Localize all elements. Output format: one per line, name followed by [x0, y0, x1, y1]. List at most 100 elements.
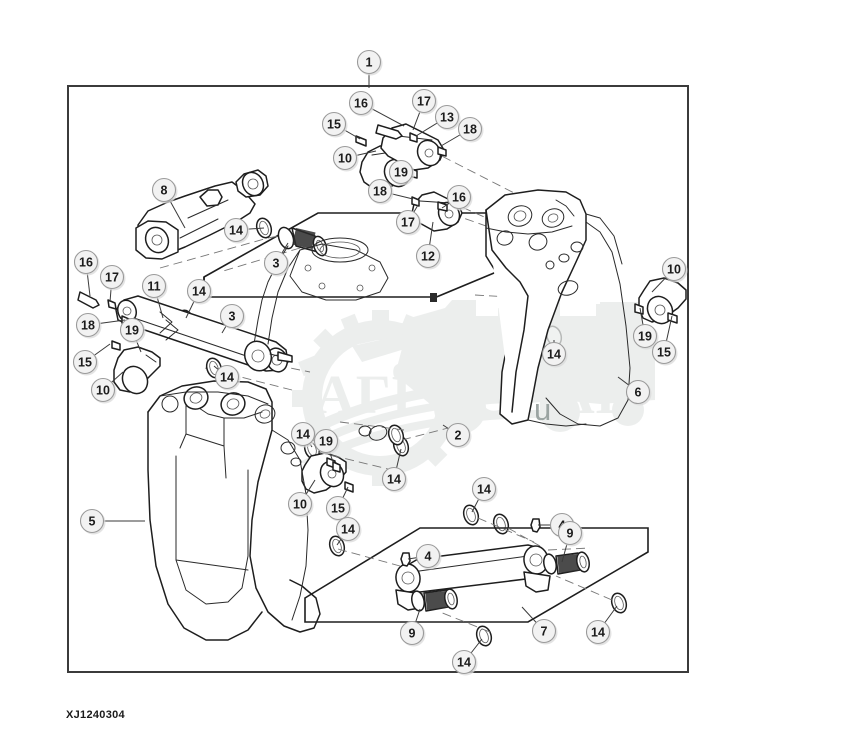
callout-19-plug-c[interactable]: 19 [632, 307, 659, 350]
callout-bubble[interactable] [313, 428, 339, 454]
callout-12-pin[interactable]: 12 [415, 221, 442, 270]
callout-17-washer-c[interactable]: 17 [99, 264, 126, 303]
callout-bubble[interactable] [557, 520, 583, 546]
callout-13-pin[interactable]: 13 [415, 104, 461, 137]
callout-bubble[interactable] [411, 88, 437, 114]
callout-bubble[interactable] [446, 184, 472, 210]
callout-3-bushing-b[interactable]: 3 [219, 303, 246, 334]
callout-bubble[interactable] [186, 278, 212, 304]
callout-14-washer-f[interactable]: 14 [381, 448, 408, 493]
callout-bubble[interactable] [223, 217, 249, 243]
callout-number: 19 [638, 330, 652, 344]
callout-bubble[interactable] [151, 177, 177, 203]
callout-8-cylinder[interactable]: 8 [151, 177, 186, 229]
callout-bubble[interactable] [471, 476, 497, 502]
callout-15-fitting[interactable]: 15 [321, 111, 361, 140]
callout-number: 4 [425, 550, 432, 564]
callout-bubble[interactable] [632, 323, 658, 349]
callout-bubble[interactable] [99, 264, 125, 290]
callout-bubble[interactable] [348, 90, 374, 116]
callout-bubble[interactable] [263, 250, 289, 276]
callout-6-grapple[interactable]: 6 [617, 376, 652, 406]
callout-bubble[interactable] [332, 145, 358, 171]
callout-bubble[interactable] [395, 209, 421, 235]
callout-14-washer-c[interactable]: 14 [213, 364, 241, 391]
callout-bubble[interactable] [541, 341, 567, 367]
callout-14-washer-j[interactable]: 14 [451, 638, 483, 676]
callout-18-nut-c[interactable]: 18 [75, 312, 126, 339]
callout-14-washer-i[interactable]: 14 [585, 605, 618, 646]
callout-bubble[interactable] [531, 618, 557, 644]
callout-3-bushing-a[interactable]: 3 [263, 242, 290, 277]
callout-bubble[interactable] [75, 312, 101, 338]
callout-10-bracket-c[interactable]: 10 [651, 256, 688, 293]
callout-16-bolt-c[interactable]: 16 [73, 249, 100, 297]
callout-bubble[interactable] [415, 243, 441, 269]
callout-bubble[interactable] [399, 620, 425, 646]
callout-14-washer-g[interactable]: 14 [335, 516, 362, 546]
part-3-bushing-upper [277, 226, 328, 257]
callout-bubble[interactable] [388, 159, 414, 185]
callout-bubble[interactable] [287, 491, 313, 517]
callout-15-fitting-d[interactable]: 15 [325, 486, 352, 522]
callout-10-bracket-d[interactable]: 10 [287, 479, 316, 518]
callout-bubble[interactable] [290, 421, 316, 447]
callout-16-bolt-b[interactable]: 16 [441, 184, 473, 211]
callout-4-fitting-b[interactable]: 4 [407, 543, 442, 570]
callout-10-bracket-b[interactable]: 10 [90, 371, 124, 404]
callout-14-washer-e[interactable]: 14 [290, 421, 317, 448]
callout-number: 14 [387, 473, 401, 487]
callout-19-plug-b[interactable]: 19 [119, 317, 146, 353]
callout-17-washer-b[interactable]: 17 [395, 204, 422, 236]
callout-bubble[interactable] [457, 116, 483, 142]
projection-lines-lower [317, 421, 613, 633]
callout-7-link[interactable]: 7 [521, 606, 558, 645]
callout-14-washer-d[interactable]: 14 [541, 340, 568, 368]
callout-bubble[interactable] [381, 466, 407, 492]
callout-2-subassembly[interactable]: 2 [442, 422, 472, 449]
callout-11-link[interactable]: 11 [141, 273, 168, 319]
callout-bubble[interactable] [219, 303, 245, 329]
callout-19-plug-d[interactable]: 19 [313, 428, 340, 463]
callout-bubble[interactable] [90, 377, 116, 403]
callout-bubble[interactable] [625, 379, 651, 405]
callout-14-washer-a[interactable]: 14 [223, 217, 265, 244]
callout-5-thumb[interactable]: 5 [79, 508, 146, 535]
callout-bubble[interactable] [434, 104, 460, 130]
callout-18-nut-b[interactable]: 18 [367, 178, 414, 205]
callout-number: 19 [125, 324, 139, 338]
callout-bubble[interactable] [356, 49, 382, 75]
callout-14-washer-h[interactable]: 14 [471, 476, 498, 513]
callout-bubble[interactable] [141, 273, 167, 299]
watermark-trailing-char: u [534, 392, 551, 427]
callout-bubble[interactable] [651, 339, 677, 365]
callout-bubble[interactable] [451, 649, 477, 675]
callout-bubble[interactable] [72, 349, 98, 375]
callout-18-nut[interactable]: 18 [440, 116, 484, 147]
callout-bubble[interactable] [321, 111, 347, 137]
callout-19-plug[interactable]: 19 [388, 159, 415, 186]
callout-bubble[interactable] [661, 256, 687, 282]
callout-bubble[interactable] [73, 249, 99, 275]
callout-14-washer-b[interactable]: 14 [185, 278, 213, 319]
callout-bubble[interactable] [445, 422, 471, 448]
callout-bubble[interactable] [335, 516, 361, 542]
callout-bubble[interactable] [367, 178, 393, 204]
callout-bubble[interactable] [585, 619, 611, 645]
callout-bubble[interactable] [325, 495, 351, 521]
watermark-group: ООО АГРОСНАБ [292, 300, 655, 486]
callout-9-bushing-a[interactable]: 9 [557, 520, 584, 563]
callout-bubble[interactable] [79, 508, 105, 534]
callout-17-washer[interactable]: 17 [411, 88, 438, 131]
callout-bubble[interactable] [119, 317, 145, 343]
callout-15-fitting-c[interactable]: 15 [651, 315, 678, 366]
callout-bubble[interactable] [214, 364, 240, 390]
callout-1-assembly[interactable]: 1 [356, 49, 383, 89]
callout-number: 19 [319, 435, 333, 449]
callout-number: 13 [440, 111, 454, 125]
callout-9-bushing-b[interactable]: 9 [399, 608, 426, 647]
callout-bubble[interactable] [415, 543, 441, 569]
callout-16-bolt[interactable]: 16 [348, 90, 405, 127]
callout-10-bracket[interactable]: 10 [332, 145, 377, 172]
callout-15-fitting-b[interactable]: 15 [72, 343, 111, 376]
